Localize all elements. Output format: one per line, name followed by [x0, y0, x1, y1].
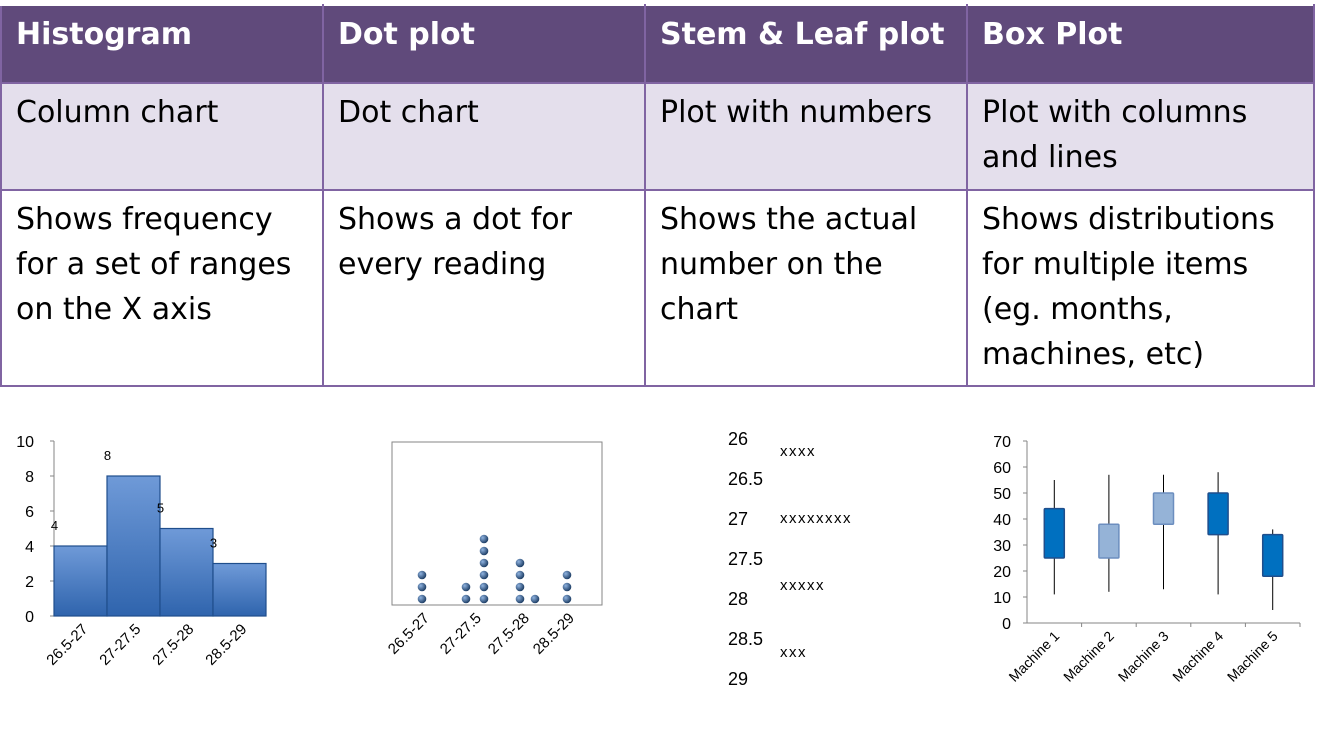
header-stem-leaf: Stem & Leaf plot — [644, 4, 968, 84]
y-tick-label: 0 — [1002, 616, 1011, 633]
x-category-label: 26.5-27 — [385, 610, 433, 658]
y-tick-label: 60 — [993, 460, 1011, 477]
cell-type-stem-leaf: Plot with numbers — [644, 82, 968, 191]
stem-label: 28.5 — [728, 629, 763, 649]
data-dot — [417, 594, 427, 604]
x-category-label: Machine 1 — [1005, 628, 1062, 685]
data-dot — [479, 594, 489, 604]
data-dot — [515, 582, 525, 592]
box-iqr — [1261, 533, 1284, 577]
data-dot — [562, 570, 572, 580]
bar-data-label: 4 — [51, 518, 58, 533]
leaf-marks: xxxxxxxx — [780, 510, 852, 527]
data-dot — [417, 570, 427, 580]
box-iqr — [1043, 507, 1066, 559]
header-histogram: Histogram — [0, 4, 324, 84]
x-category-label: 28.5-29 — [530, 610, 578, 658]
plot-area-border — [391, 441, 603, 606]
y-tick-label: 8 — [25, 469, 34, 486]
box-iqr — [1098, 523, 1120, 559]
data-dot — [479, 546, 489, 556]
y-tick-label: 4 — [25, 539, 34, 556]
box-iqr — [1207, 492, 1229, 536]
histogram-bar — [159, 527, 214, 617]
leaf-marks: xxxx — [780, 443, 816, 460]
histogram-bar — [53, 545, 108, 617]
histogram-bar — [212, 562, 267, 617]
y-tick-label: 30 — [993, 538, 1011, 555]
y-tick-label: 20 — [993, 564, 1011, 581]
y-tick-label: 10 — [16, 434, 34, 451]
stem-label: 26 — [728, 429, 748, 449]
x-category-label: 28.5-29 — [202, 621, 250, 669]
y-tick-label: 70 — [993, 434, 1011, 451]
histogram-bar — [106, 475, 161, 617]
data-dot — [515, 558, 525, 568]
cell-desc-histogram: Shows frequency for a set of ranges on t… — [0, 189, 324, 387]
header-box-plot: Box Plot — [966, 4, 1315, 84]
data-dot — [479, 558, 489, 568]
bar-data-label: 3 — [210, 536, 217, 551]
leaf-marks: xxx — [780, 644, 807, 661]
stem-label: 28 — [728, 589, 748, 609]
chart-type-row: Column chart Dot chart Plot with numbers… — [0, 82, 1315, 191]
comparison-table: Histogram Dot plot Stem & Leaf plot Box … — [0, 4, 1315, 387]
y-tick-label: 2 — [25, 574, 34, 591]
stem-label: 27 — [728, 509, 748, 529]
cell-desc-box-plot: Shows distributions for multiple items (… — [966, 189, 1315, 387]
bar-data-label: 8 — [104, 448, 111, 463]
x-category-label: 26.5-27 — [43, 621, 91, 669]
data-dot — [417, 582, 427, 592]
data-dot — [562, 594, 572, 604]
x-category-label: Machine 2 — [1060, 628, 1117, 685]
bar-data-label: 5 — [157, 501, 164, 516]
cell-desc-dot-plot: Shows a dot for every reading — [322, 189, 646, 387]
data-dot — [479, 582, 489, 592]
x-category-label: 27-27.5 — [437, 610, 485, 658]
data-dot — [461, 582, 471, 592]
x-category-label: Machine 4 — [1169, 628, 1226, 685]
cell-type-box-plot: Plot with columns and lines — [966, 82, 1315, 191]
y-tick-label: 50 — [993, 486, 1011, 503]
data-dot — [479, 534, 489, 544]
header-row: Histogram Dot plot Stem & Leaf plot Box … — [0, 4, 1315, 84]
data-dot — [562, 582, 572, 592]
y-tick-label: 10 — [993, 590, 1011, 607]
x-category-label: 27.5-28 — [149, 621, 197, 669]
cell-type-dot-plot: Dot chart — [322, 82, 646, 191]
x-category-label: Machine 3 — [1115, 628, 1172, 685]
stem-label: 26.5 — [728, 469, 763, 489]
data-dot — [530, 594, 540, 604]
cell-type-histogram: Column chart — [0, 82, 324, 191]
data-dot — [479, 570, 489, 580]
y-tick-label: 6 — [25, 504, 34, 521]
stem-label: 27.5 — [728, 549, 763, 569]
data-dot — [515, 594, 525, 604]
x-category-label: Machine 5 — [1224, 628, 1281, 685]
stem-label: 29 — [728, 669, 748, 689]
data-dot — [461, 594, 471, 604]
leaf-marks: xxxxx — [780, 577, 825, 594]
y-tick-label: 0 — [25, 609, 34, 626]
cell-desc-stem-leaf: Shows the actual number on the chart — [644, 189, 968, 387]
histogram-chart: 0 2 4 6 8 10 4 26.5-27 8 27-27.5 5 27.5-28 3 28.5-29 — [16, 434, 267, 669]
x-category-label: 27-27.5 — [96, 621, 144, 669]
x-category-label: 27.5-28 — [485, 610, 533, 658]
data-dot — [515, 570, 525, 580]
header-dot-plot: Dot plot — [322, 4, 646, 84]
box-iqr — [1152, 492, 1175, 525]
description-row: Shows frequency for a set of ranges on t… — [0, 189, 1315, 387]
y-tick-label: 40 — [993, 512, 1011, 529]
